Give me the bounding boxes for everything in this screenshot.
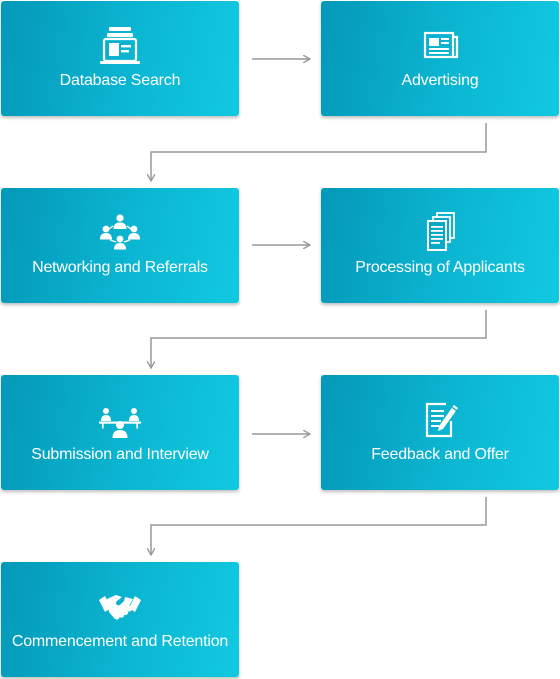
arrow-step4-to-step5 (151, 310, 487, 367)
edit-document-icon (418, 399, 462, 439)
step-label: Submission and Interview (31, 446, 209, 463)
step-advertising: Advertising (321, 1, 559, 116)
interview-table-icon (98, 399, 142, 439)
newspaper-icon (418, 25, 462, 65)
step-label: Processing of Applicants (355, 259, 525, 276)
handshake-icon (98, 586, 142, 626)
step-label: Advertising (401, 72, 479, 89)
step-label: Networking and Referrals (32, 259, 208, 276)
step-submission-and-interview: Submission and Interview (1, 375, 239, 490)
network-people-icon (98, 212, 142, 252)
database-search-icon (98, 25, 142, 65)
step-label: Commencement and Retention (11, 633, 229, 650)
step-processing-of-applicants: Processing of Applicants (321, 188, 559, 303)
step-feedback-and-offer: Feedback and Offer (321, 375, 559, 490)
step-commencement-and-retention: Commencement and Retention (1, 562, 239, 677)
step-networking-and-referrals: Networking and Referrals (1, 188, 239, 303)
step-database-search: Database Search (1, 1, 239, 116)
documents-icon (418, 212, 462, 252)
arrow-step2-to-step3 (151, 123, 487, 180)
step-label: Database Search (59, 72, 181, 89)
step-label: Feedback and Offer (371, 446, 509, 463)
arrow-step6-to-step7 (151, 497, 487, 554)
